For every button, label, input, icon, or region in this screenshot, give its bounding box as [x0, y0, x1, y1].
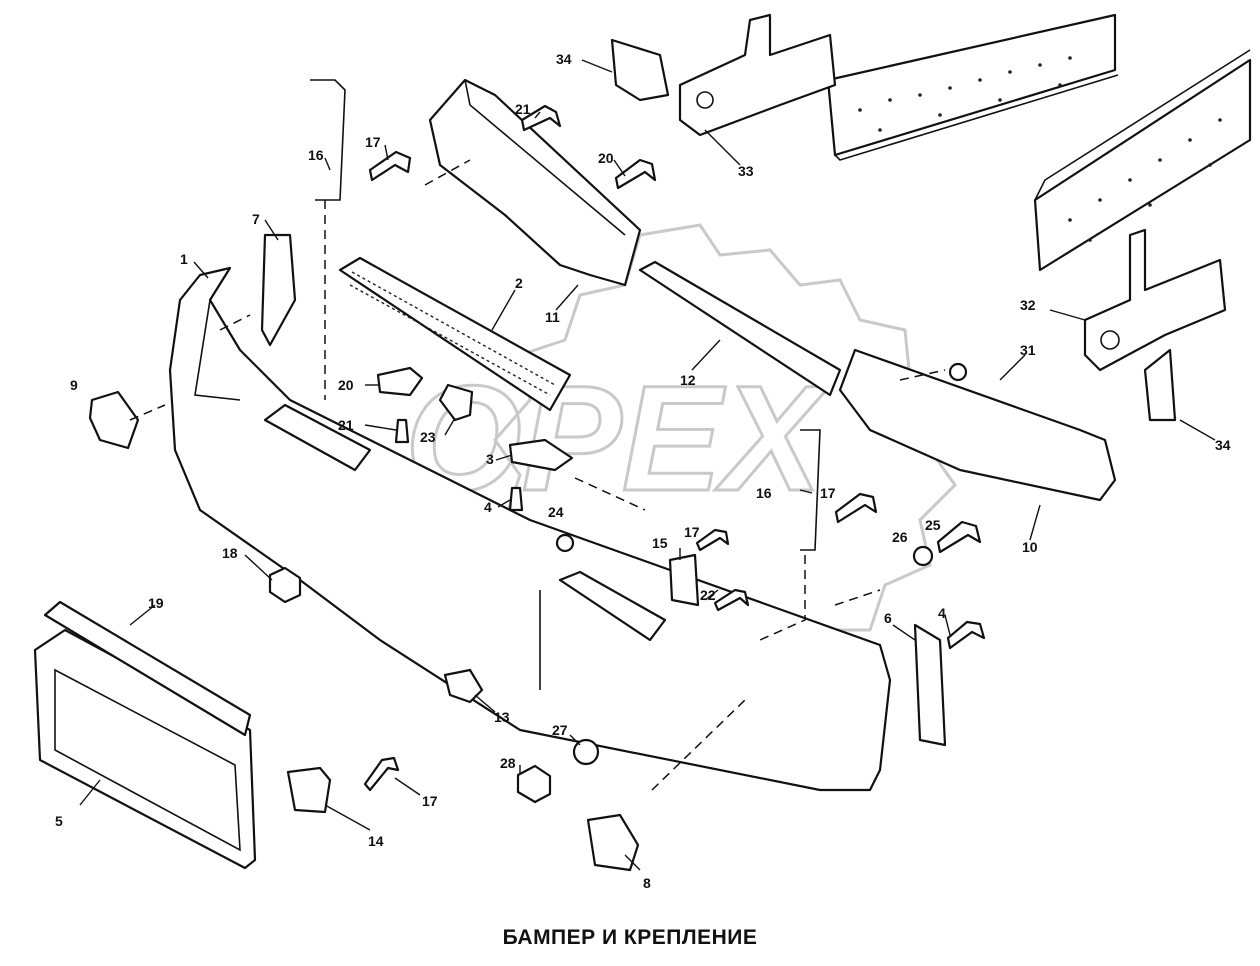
bolt-25	[936, 520, 982, 554]
callout-34-lower: 34	[1215, 437, 1231, 453]
callout-17-right: 17	[820, 485, 836, 501]
leader-lines	[79, 59, 1216, 871]
callout-19: 19	[148, 595, 164, 611]
nut-18	[268, 566, 302, 604]
grille-2-mesh	[351, 271, 556, 386]
callout-31: 31	[1020, 342, 1036, 358]
bolt-30	[520, 104, 562, 132]
callout-13: 13	[494, 709, 510, 725]
bolt-17-mid	[695, 528, 730, 552]
callout-6: 6	[884, 610, 892, 626]
bracket-20	[376, 366, 424, 397]
frame-rail-lower	[1033, 49, 1252, 272]
callout-27: 27	[552, 722, 568, 738]
callout-20: 20	[338, 377, 354, 393]
cap-9	[88, 390, 140, 450]
callout-16-right: 16	[756, 485, 772, 501]
bracket-14	[286, 766, 332, 814]
bracket-34-lower	[1143, 348, 1177, 422]
bracket-3	[508, 438, 574, 472]
grille-small-left	[263, 403, 372, 472]
bumper-upper-11	[428, 78, 642, 287]
callout-1: 1	[180, 251, 188, 267]
callout-33: 33	[738, 163, 754, 179]
plate-5	[33, 628, 257, 870]
callout-3: 3	[486, 451, 494, 467]
callout-21: 21	[338, 417, 354, 433]
bumper-right-10	[838, 348, 1117, 502]
callout-11: 11	[545, 309, 560, 325]
callout-18: 18	[222, 545, 238, 561]
assembly-lines	[129, 159, 946, 791]
callout-26: 26	[892, 529, 908, 545]
bolt-22	[713, 588, 750, 612]
nut-28	[516, 764, 552, 804]
strip-19	[43, 600, 252, 737]
callout-22: 22	[700, 587, 716, 603]
bracket-6	[913, 623, 947, 747]
callout-17-upper: 17	[365, 134, 381, 150]
bracket-34-upper	[610, 38, 670, 102]
bracket-23	[438, 383, 474, 422]
plate-5-inner	[54, 668, 241, 852]
bracket-32-hole	[1100, 330, 1120, 350]
callout-labels: 34 21 20 33 16 17 7 1 2 11 12 32 31 34 1…	[55, 51, 1231, 891]
washer-24	[555, 533, 575, 553]
bolt-17-right	[834, 492, 878, 524]
callout-28: 28	[500, 755, 516, 771]
strip-12	[638, 260, 842, 397]
bolt-4-center	[508, 486, 524, 512]
diagram-caption: БАМПЕР И КРЕПЛЕНИЕ	[502, 926, 758, 949]
callout-23: 23	[420, 429, 436, 445]
rod-16-left	[310, 79, 346, 201]
bracket-33-hole	[696, 91, 714, 109]
callout-34-upper: 34	[556, 51, 572, 67]
grille-2-mesh-2	[349, 284, 551, 396]
callout-17-mid: 17	[684, 524, 700, 540]
washer-31	[948, 362, 968, 382]
callout-24: 24	[548, 504, 564, 520]
frame-dots	[858, 56, 1222, 242]
washer-26	[912, 545, 934, 567]
bracket-32	[1083, 228, 1227, 372]
bolt-17-lower	[363, 756, 400, 792]
washer-27	[572, 738, 600, 766]
bracket-15	[668, 553, 700, 607]
callout-12: 12	[680, 372, 696, 388]
callout-5: 5	[55, 813, 63, 829]
callout-7: 7	[252, 211, 260, 227]
callout-4-center: 4	[484, 499, 492, 515]
callout-9: 9	[70, 377, 78, 393]
rod-16-right	[800, 429, 821, 551]
bolt-21	[394, 418, 410, 444]
callout-10: 10	[1022, 539, 1038, 555]
callout-2: 2	[515, 275, 523, 291]
bolt-29	[614, 158, 657, 190]
callout-4-right: 4	[938, 605, 946, 621]
bolt-17-upper	[368, 150, 412, 182]
bumper-upper-11-edge	[464, 79, 626, 236]
callout-30: 21	[515, 101, 531, 117]
cap-8	[586, 813, 640, 872]
callout-29: 20	[598, 150, 614, 166]
callout-8: 8	[643, 875, 651, 891]
frame-rail-upper	[826, 13, 1119, 161]
grille-2	[338, 256, 572, 412]
callout-17-lower: 17	[422, 793, 438, 809]
bracket-33	[678, 13, 837, 137]
bolt-4-right	[946, 620, 986, 650]
bracket-7	[260, 233, 297, 347]
bumper-main-1-edge	[194, 299, 241, 401]
callout-15: 15	[652, 535, 668, 551]
callout-25: 25	[925, 517, 941, 533]
grille-small-right	[558, 570, 667, 642]
callout-16-left: 16	[308, 147, 324, 163]
callout-32: 32	[1020, 297, 1036, 313]
callout-14: 14	[368, 833, 384, 849]
